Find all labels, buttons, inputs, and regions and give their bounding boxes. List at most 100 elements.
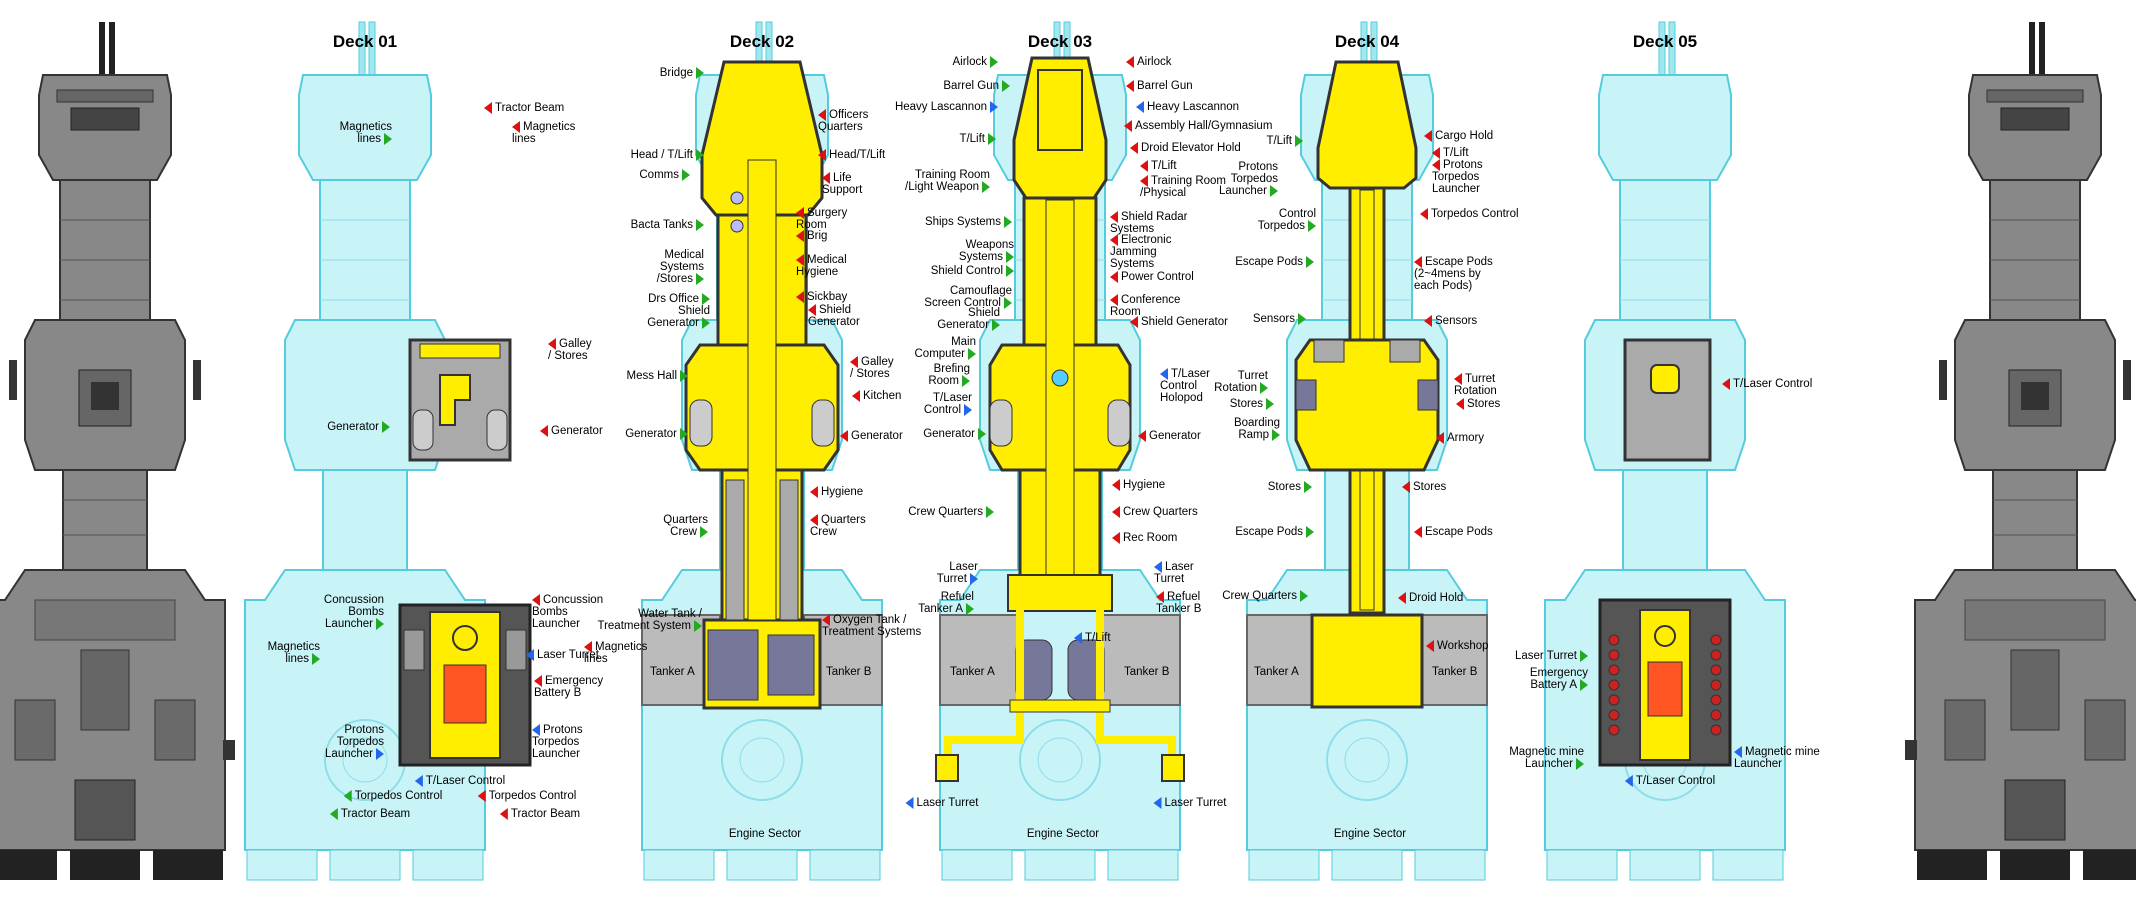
marker-triangle-icon: [978, 428, 986, 440]
marker-triangle-icon: [1154, 561, 1162, 573]
label: Concussion Bombs Launcher: [324, 594, 384, 630]
marker-triangle-icon: [526, 649, 534, 661]
deck-05-title: Deck 05: [1632, 32, 1698, 51]
label-text: T/Laser Control: [923, 392, 972, 417]
label: Torpedos Control: [477, 790, 577, 803]
label-text: Emergency Battery A: [1529, 667, 1588, 692]
marker-triangle-icon: [1110, 271, 1118, 283]
label: T/Lift: [1266, 135, 1303, 147]
label: Magnetics lines: [584, 641, 647, 665]
marker-triangle-icon: [1580, 650, 1588, 662]
label-text: Tractor Beam: [340, 808, 411, 821]
marker-triangle-icon: [1112, 532, 1120, 544]
label-text: Water Tank / Treatment System: [597, 608, 702, 633]
label: Tanker B: [1124, 666, 1169, 678]
label-text: Barrel Gun: [943, 80, 999, 93]
label-text: Conference Room: [1110, 294, 1181, 319]
marker-triangle-icon: [1306, 526, 1314, 538]
label-text: Concussion Bombs Launcher: [323, 594, 384, 631]
label-text: Training Room /Light Weapon: [905, 169, 990, 194]
label: Laser Turret: [905, 797, 979, 809]
marker-triangle-icon: [477, 790, 486, 802]
marker-triangle-icon: [696, 149, 704, 161]
deck-01-title: Deck 01: [332, 32, 398, 51]
label: Magnetics lines: [512, 121, 575, 145]
label: Hygiene: [1112, 479, 1165, 491]
label-text: Concussion Bombs Launcher: [532, 594, 604, 631]
label: Stores: [1268, 481, 1312, 493]
marker-triangle-icon: [966, 603, 974, 615]
marker-triangle-icon: [584, 641, 592, 653]
marker-triangle-icon: [1270, 185, 1278, 197]
label-text: Turret Rotation: [1454, 373, 1497, 398]
label: Water Tank / Treatment System: [597, 608, 702, 632]
label-text: Protons Torpedos Launcher: [1219, 161, 1278, 198]
label: Protons Torpedos Launcher: [325, 724, 384, 760]
label: Main Computer: [914, 336, 977, 361]
marker-triangle-icon: [376, 748, 384, 760]
label: Galley / Stores: [548, 338, 592, 362]
label-text: Comms: [639, 169, 679, 182]
marker-triangle-icon: [512, 121, 520, 133]
label: Engine Sector: [1027, 828, 1099, 840]
marker-triangle-icon: [1124, 120, 1132, 132]
marker-triangle-icon: [702, 317, 710, 329]
label: Life Support: [822, 172, 862, 196]
label-text: Medical Systems /Stores: [656, 249, 704, 286]
label-text: Escape Pods (2~4mens by each Pods): [1414, 256, 1493, 293]
label-text: Mess Hall: [626, 370, 677, 383]
deck-01-plan: [244, 21, 532, 881]
marker-triangle-icon: [982, 181, 990, 193]
label-text: T/Lift: [1151, 160, 1177, 173]
label: T/Lift: [1432, 147, 1469, 159]
label-text: Stores: [1467, 398, 1501, 411]
marker-triangle-icon: [548, 338, 556, 350]
label-text: Torpedos Control: [488, 790, 577, 803]
label: Officers Quarters: [818, 109, 868, 133]
label: Emergency Battery A: [1530, 667, 1588, 691]
marker-triangle-icon: [1272, 429, 1280, 441]
label: Magnetic mine Launcher: [1734, 746, 1820, 770]
marker-triangle-icon: [1576, 758, 1584, 770]
label: Generator: [540, 425, 603, 437]
label: Engine Sector: [729, 828, 801, 840]
label-text: Electronic Jamming Systems: [1110, 234, 1172, 271]
marker-triangle-icon: [1004, 216, 1012, 228]
marker-triangle-icon: [1298, 313, 1306, 325]
marker-triangle-icon: [1110, 211, 1118, 223]
label: Control Torpedos: [1258, 208, 1316, 232]
label-text: Tractor Beam: [510, 808, 581, 821]
label: Generator: [327, 421, 390, 433]
marker-triangle-icon: [1424, 130, 1432, 142]
label-text: Ships Systems: [924, 216, 1001, 229]
label-text: Tanker A: [1254, 666, 1299, 678]
label: Protons Torpedos Launcher: [1432, 159, 1483, 195]
marker-triangle-icon: [796, 254, 804, 266]
label: Conference Room: [1110, 294, 1180, 318]
label-text: Main Computer: [914, 336, 977, 361]
label-text: Droid Elevator Hold: [1141, 142, 1241, 155]
label: Shield Generator: [937, 307, 1000, 331]
label-text: Officers Quarters: [818, 109, 869, 134]
marker-triangle-icon: [964, 404, 972, 416]
marker-triangle-icon: [1138, 430, 1146, 442]
label: Shield Generator: [808, 304, 860, 328]
marker-triangle-icon: [968, 348, 976, 360]
label: Escape Pods: [1235, 256, 1314, 268]
marker-triangle-icon: [818, 149, 826, 161]
label: Comms: [639, 169, 690, 181]
label: Barrel Gun: [943, 80, 1010, 92]
label: Crew Quarters: [1112, 506, 1198, 518]
marker-triangle-icon: [1432, 147, 1440, 159]
marker-triangle-icon: [1624, 775, 1633, 787]
marker-triangle-icon: [696, 273, 704, 285]
marker-triangle-icon: [329, 808, 338, 820]
label-text: Assembly Hall/Gymnasium: [1135, 120, 1273, 133]
label-text: Escape Pods: [1425, 526, 1493, 539]
marker-triangle-icon: [534, 675, 542, 687]
deck-04-plan: [1246, 21, 1488, 881]
label-text: Generator: [1149, 430, 1201, 443]
label-text: Tanker A: [650, 666, 695, 678]
marker-triangle-icon: [1126, 56, 1134, 68]
marker-triangle-icon: [810, 486, 818, 498]
